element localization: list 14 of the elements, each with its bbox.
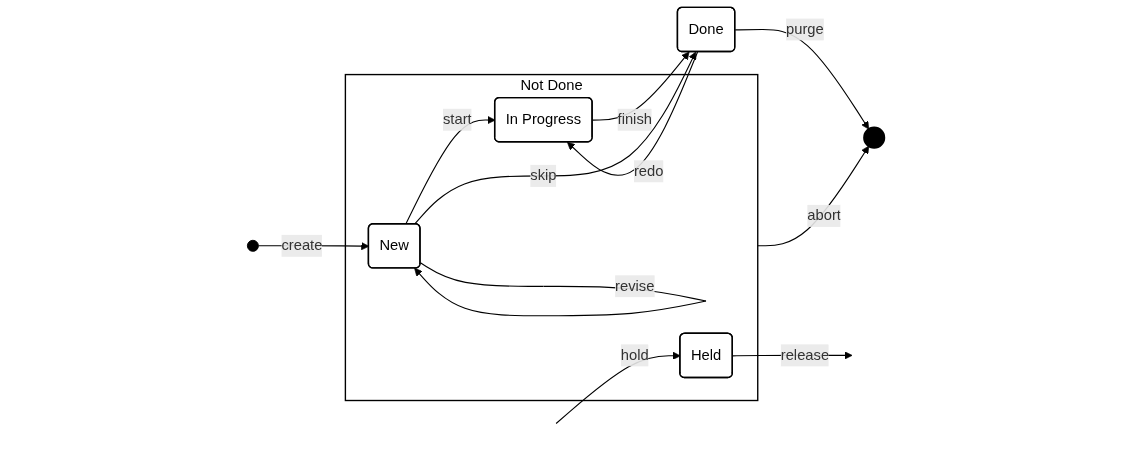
edge-label: redo [634,163,664,179]
arrow [734,29,870,130]
edge-label: hold [621,347,649,363]
edge-label: revise [615,278,655,294]
edge-label: purge [786,21,824,37]
node-circle [863,126,886,149]
edge-label: abort [807,207,842,224]
edge-label: release [780,347,830,363]
edge-label: finish [617,111,653,128]
node-circle [247,239,260,252]
arrow [757,145,870,247]
edge-label: create [281,237,323,254]
edge-label: skip [530,167,557,184]
edge-label: start [443,111,472,128]
